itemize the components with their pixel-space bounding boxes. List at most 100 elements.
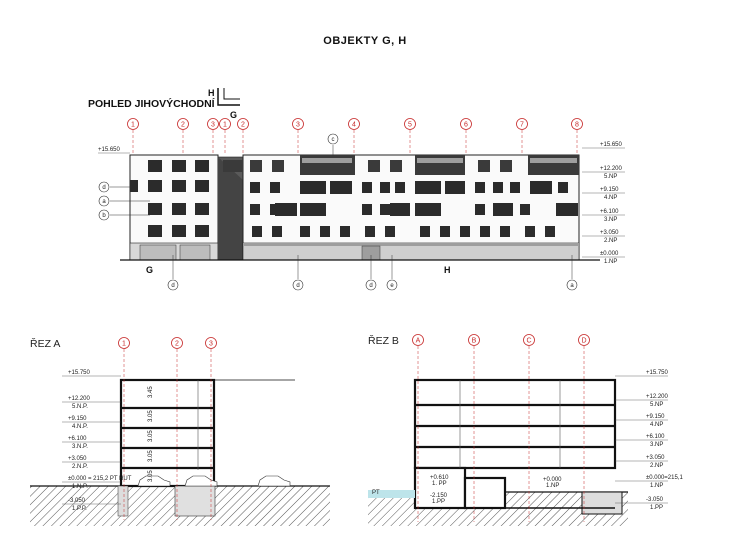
svg-text:e: e — [390, 283, 394, 289]
svg-text:d: d — [171, 283, 174, 289]
svg-text:+9.150: +9.150 — [600, 187, 619, 193]
svg-text:d: d — [102, 185, 105, 191]
drawing-title: OBJEKTY G, H — [323, 35, 407, 47]
svg-text:d: d — [369, 283, 372, 289]
svg-text:6: 6 — [464, 122, 468, 129]
material-tag: d — [98, 181, 132, 193]
level-marker: +15.750 — [62, 370, 121, 377]
axis-bubble: 1 — [118, 337, 130, 520]
material-tag: e — [386, 255, 398, 291]
elevation-levels-left: +15.650 — [98, 147, 130, 154]
building-label-g: G — [146, 265, 153, 275]
svg-text:1.NP: 1.NP — [546, 483, 559, 489]
svg-text:+12.200: +12.200 — [68, 396, 91, 402]
svg-text:1.PP: 1.PP — [432, 499, 445, 505]
level-marker: ±0.000 = 215,2 PT HUT 1.N.P. — [62, 476, 132, 490]
svg-text:±0.000=215,1: ±0.000=215,1 — [646, 475, 683, 481]
axis-bubble: D — [578, 334, 590, 522]
section-a-title: ŘEZ A — [30, 338, 61, 350]
material-tag: d — [365, 255, 377, 291]
svg-text:-3.050: -3.050 — [68, 498, 86, 504]
svg-text:d: d — [296, 283, 299, 289]
material-tag: b — [98, 209, 150, 221]
svg-text:1.N.P.: 1.N.P. — [72, 484, 88, 490]
svg-text:3.05: 3.05 — [148, 450, 154, 462]
level-marker: +3.050 2.NP — [582, 230, 625, 244]
axis-bubble: 3 — [205, 337, 217, 520]
svg-text:1: 1 — [223, 122, 227, 129]
axis-bubble: 2 — [237, 118, 249, 155]
svg-text:+3.050: +3.050 — [600, 230, 619, 236]
axis-bubble: A — [412, 334, 424, 522]
section-b-title: ŘEZ B — [368, 335, 399, 347]
svg-text:-3.050: -3.050 — [646, 497, 664, 503]
material-tag: a — [566, 255, 578, 291]
svg-text:1.NP: 1.NP — [650, 483, 663, 489]
svg-text:5.N.P.: 5.N.P. — [72, 404, 88, 410]
axis-bubble: 8 — [571, 118, 583, 155]
axis-bubble: 1 — [127, 118, 139, 155]
svg-text:+3.050: +3.050 — [646, 455, 665, 461]
svg-text:2.NP: 2.NP — [604, 238, 617, 244]
svg-text:2: 2 — [181, 122, 185, 129]
axis-bubble: 4 — [348, 118, 360, 155]
svg-text:D: D — [581, 338, 586, 345]
svg-text:+3.050: +3.050 — [68, 456, 87, 462]
material-tag: d — [167, 255, 179, 291]
svg-text:+15.750: +15.750 — [68, 370, 91, 376]
axis-bubble: 3 — [292, 118, 304, 155]
section-a-heights: 3.45 3.05 3.05 3.05 3.05 — [148, 386, 154, 482]
svg-text:3.05: 3.05 — [148, 410, 154, 422]
svg-text:4: 4 — [352, 122, 356, 129]
svg-text:3: 3 — [211, 122, 215, 129]
svg-text:+0.000: +0.000 — [543, 477, 562, 483]
svg-text:+12.200: +12.200 — [646, 394, 669, 400]
svg-text:3.45: 3.45 — [148, 386, 154, 398]
pt-label: PT — [372, 490, 380, 496]
building-g-windows — [130, 160, 209, 237]
material-tag: d — [292, 255, 304, 291]
elevation-axis-bubbles: 1 2 3 1 2 3 4 5 6 7 8 — [127, 118, 583, 155]
svg-text:3: 3 — [296, 122, 300, 129]
material-tag-top: c — [327, 133, 339, 156]
axis-bubble: 3 — [207, 118, 219, 155]
svg-text:B: B — [472, 338, 477, 345]
svg-text:7: 7 — [520, 122, 524, 129]
elevation-title: POHLED JIHOVÝCHODNÍ — [88, 98, 215, 110]
material-tags-bottom: d d d e a — [167, 255, 578, 291]
svg-text:+6.100: +6.100 — [646, 434, 665, 440]
svg-text:c: c — [332, 137, 335, 143]
svg-text:+12.200: +12.200 — [600, 166, 623, 172]
axis-bubble: 5 — [404, 118, 416, 155]
axis-bubble: 6 — [460, 118, 472, 155]
level-marker: ±0.000 1.NP — [582, 251, 625, 265]
svg-text:8: 8 — [575, 122, 579, 129]
svg-text:±0.000 = 215,2 PT HUT: ±0.000 = 215,2 PT HUT — [68, 476, 132, 482]
level-marker: +6.100 3.NP — [615, 434, 668, 448]
material-tags-left: d a b — [98, 181, 150, 221]
svg-text:+9.150: +9.150 — [68, 416, 87, 422]
orientation-marker: H G — [208, 88, 240, 120]
svg-text:+0.610: +0.610 — [430, 475, 449, 481]
level-marker: +12.200 5.N.P. — [62, 396, 121, 410]
svg-text:a: a — [570, 283, 574, 289]
svg-text:+15.650: +15.650 — [600, 142, 623, 148]
axis-bubble: 1 — [219, 118, 231, 155]
svg-text:3.NP: 3.NP — [650, 442, 663, 448]
axis-bubble: 2 — [171, 337, 183, 520]
svg-text:5.NP: 5.NP — [650, 402, 663, 408]
svg-text:-2.150: -2.150 — [430, 493, 448, 499]
svg-text:1.NP: 1.NP — [604, 259, 617, 265]
svg-text:4.NP: 4.NP — [650, 422, 663, 428]
svg-text:C: C — [526, 338, 531, 345]
svg-text:±0.000: ±0.000 — [600, 251, 619, 257]
svg-text:2: 2 — [241, 122, 245, 129]
